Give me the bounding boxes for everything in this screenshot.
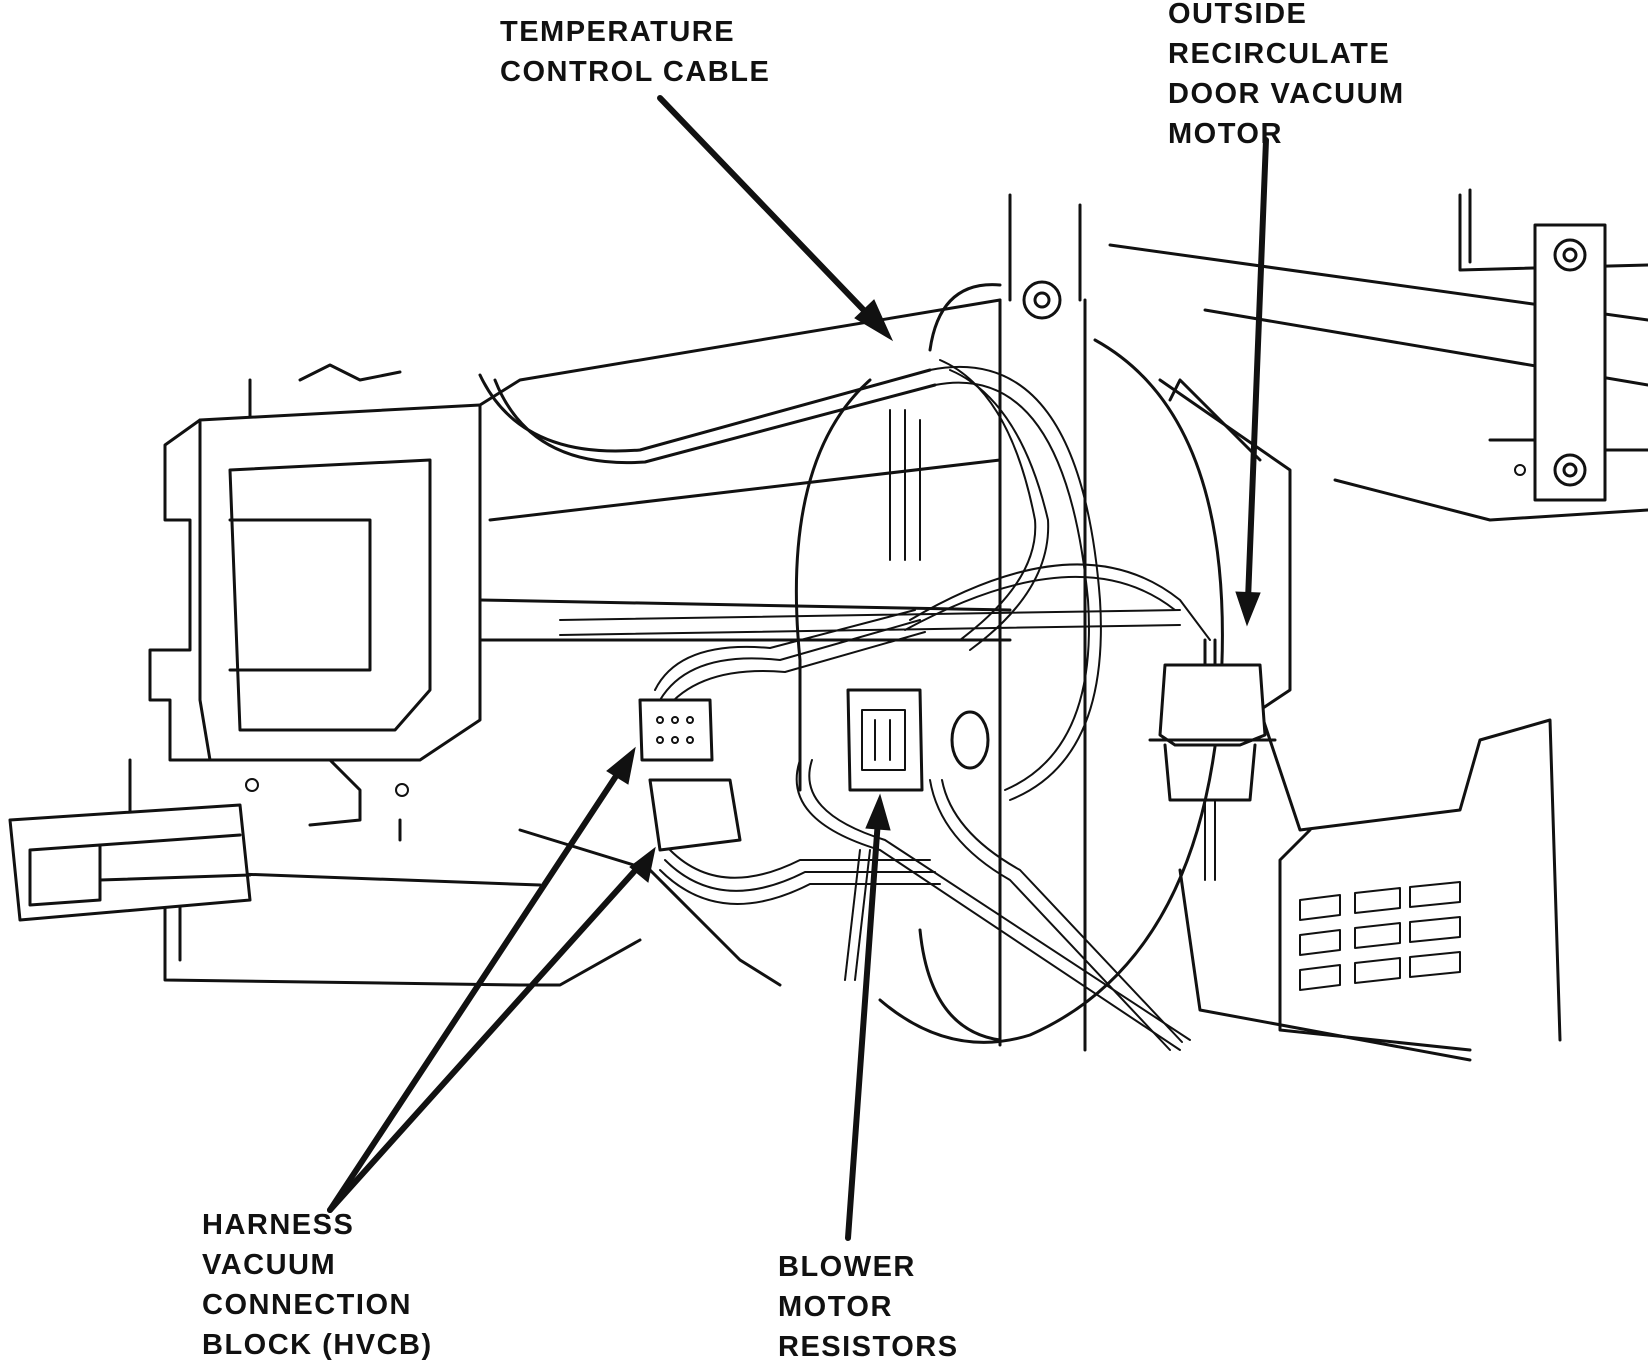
label-line: OUTSIDE	[1168, 0, 1308, 30]
pointer-vacuum-motor	[1245, 137, 1269, 603]
label-line: HARNESS	[202, 1209, 355, 1241]
label-harness-vacuum-connection-block: HARNESS VACUUM CONNECTION BLOCK (HVCB)	[202, 1205, 433, 1365]
vacuum-motor	[1148, 638, 1277, 881]
label-outside-recirculate-door-vacuum-motor: OUTSIDE RECIRCULATE DOOR VACUUM MOTOR	[1168, 0, 1405, 154]
cowl-structure	[1008, 188, 1648, 522]
pointer-blower-resistors	[845, 817, 881, 1241]
blower-resistor-block	[795, 688, 1191, 1051]
pointer-hvcb-upper	[327, 767, 623, 1213]
pointer-vacuum-motor-arrowhead	[1235, 591, 1261, 627]
defrost-duct	[8, 803, 252, 922]
label-line: MOTOR	[1168, 118, 1283, 150]
pointer-temperature-cable	[657, 95, 881, 328]
label-line: CONNECTION	[202, 1289, 412, 1321]
label-line: TEMPERATURE	[500, 16, 736, 48]
label-blower-motor-resistors: BLOWER MOTOR RESISTORS	[778, 1247, 959, 1367]
vacuum-hoses	[559, 359, 1211, 801]
temperature-control-cable	[478, 283, 1002, 465]
pointer-hvcb-upper-arrowhead	[606, 746, 636, 785]
label-line: BLOWER	[778, 1251, 916, 1283]
label-line: MOTOR	[778, 1291, 893, 1323]
pointer-hvcb-lower-arrowhead	[629, 846, 656, 883]
label-line: BLOCK (HVCB)	[202, 1329, 433, 1361]
label-line: VACUUM	[202, 1249, 337, 1281]
label-temperature-control-cable: TEMPERATURE CONTROL CABLE	[500, 12, 770, 92]
pointer-blower-resistors-arrowhead	[865, 793, 891, 831]
pointer-hvcb-lower	[327, 862, 643, 1213]
label-line: RESISTORS	[778, 1331, 959, 1363]
pointer-temperature-cable-arrowhead	[854, 299, 894, 342]
label-line: CONTROL CABLE	[500, 56, 771, 88]
label-line: RECIRCULATE	[1168, 38, 1391, 70]
callout-pointers	[327, 95, 1269, 1241]
label-line: DOOR VACUUM	[1168, 78, 1405, 110]
right-bracket	[1158, 378, 1562, 1062]
heater-case	[128, 298, 1012, 987]
hvcb-connector	[638, 698, 941, 905]
